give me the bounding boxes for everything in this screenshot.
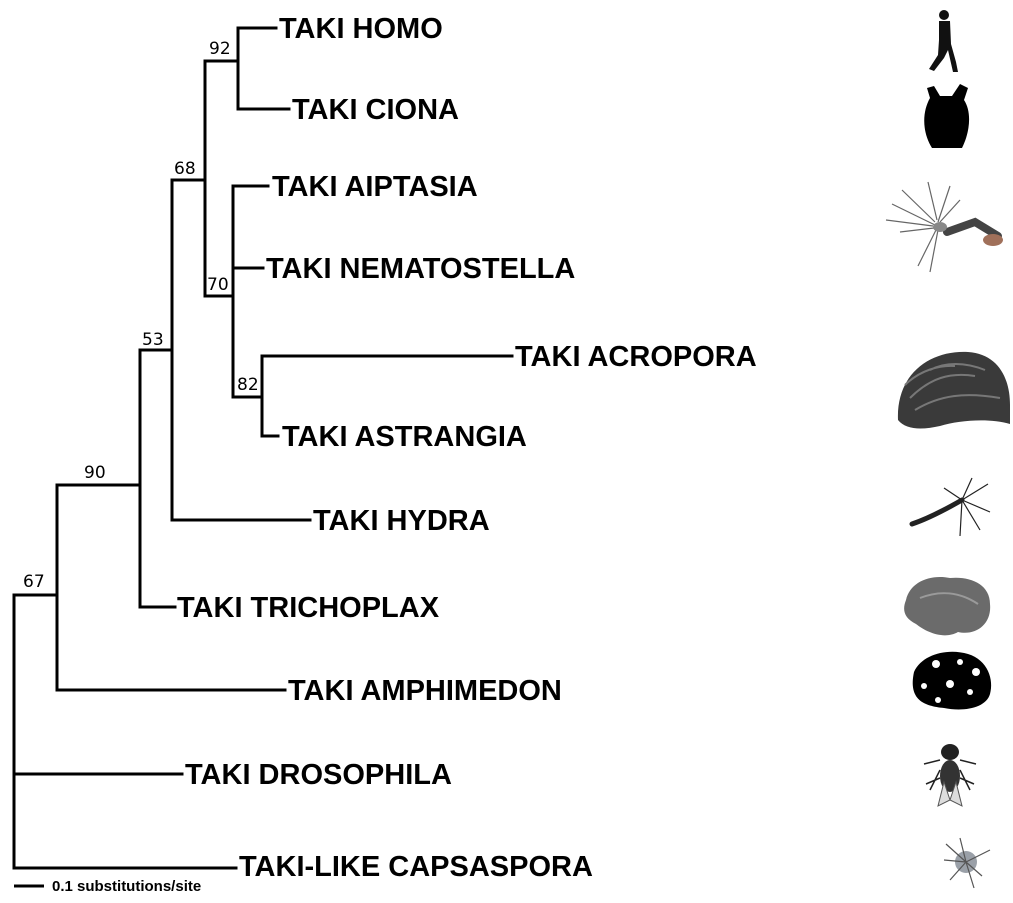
walking-human-icon: [929, 10, 958, 72]
taxon-label-hydra: TAKI HYDRA: [313, 505, 490, 537]
taxon-label-ciona: TAKI CIONA: [292, 94, 459, 126]
scale-bar-label: 0.1 substitutions/site: [52, 878, 201, 895]
taxon-label-trichoplax: TAKI TRICHOPLAX: [177, 592, 440, 624]
taxon-label-astrangia: TAKI ASTRANGIA: [282, 421, 527, 453]
taxon-label-aiptasia: TAKI AIPTASIA: [272, 171, 478, 203]
support-value: 92: [209, 39, 231, 59]
support-value: 68: [174, 159, 196, 179]
hydra-icon: [912, 478, 990, 536]
support-value: 82: [237, 375, 259, 395]
taxon-label-amphimedon: TAKI AMPHIMEDON: [288, 675, 562, 707]
support-value: 70: [207, 275, 229, 295]
support-value: 90: [84, 463, 106, 483]
sea-squirt-icon: [924, 84, 969, 148]
taxon-label-homo: TAKI HOMO: [279, 13, 443, 45]
placozoan-icon: [904, 577, 990, 635]
support-value: 67: [23, 572, 45, 592]
taxon-label-nematostella: TAKI NEMATOSTELLA: [266, 253, 575, 285]
silhouettes: [886, 10, 1010, 888]
sponge-icon: [913, 652, 991, 710]
sea-anemone-icon: [886, 182, 1003, 272]
taxon-label-acropora: TAKI ACROPORA: [515, 341, 757, 373]
taxon-label-capsaspora: TAKI-LIKE CAPSASPORA: [239, 851, 593, 883]
brain-coral-icon: [898, 352, 1010, 429]
taxon-labels: TAKI HOMO TAKI CIONA TAKI AIPTASIA TAKI …: [177, 13, 757, 883]
taxon-label-drosophila: TAKI DROSOPHILA: [185, 759, 452, 791]
scale-bar: 0.1 substitutions/site: [14, 878, 201, 895]
capsaspora-icon: [944, 838, 990, 888]
support-value: 53: [142, 330, 164, 350]
fruit-fly-icon: [924, 744, 976, 806]
